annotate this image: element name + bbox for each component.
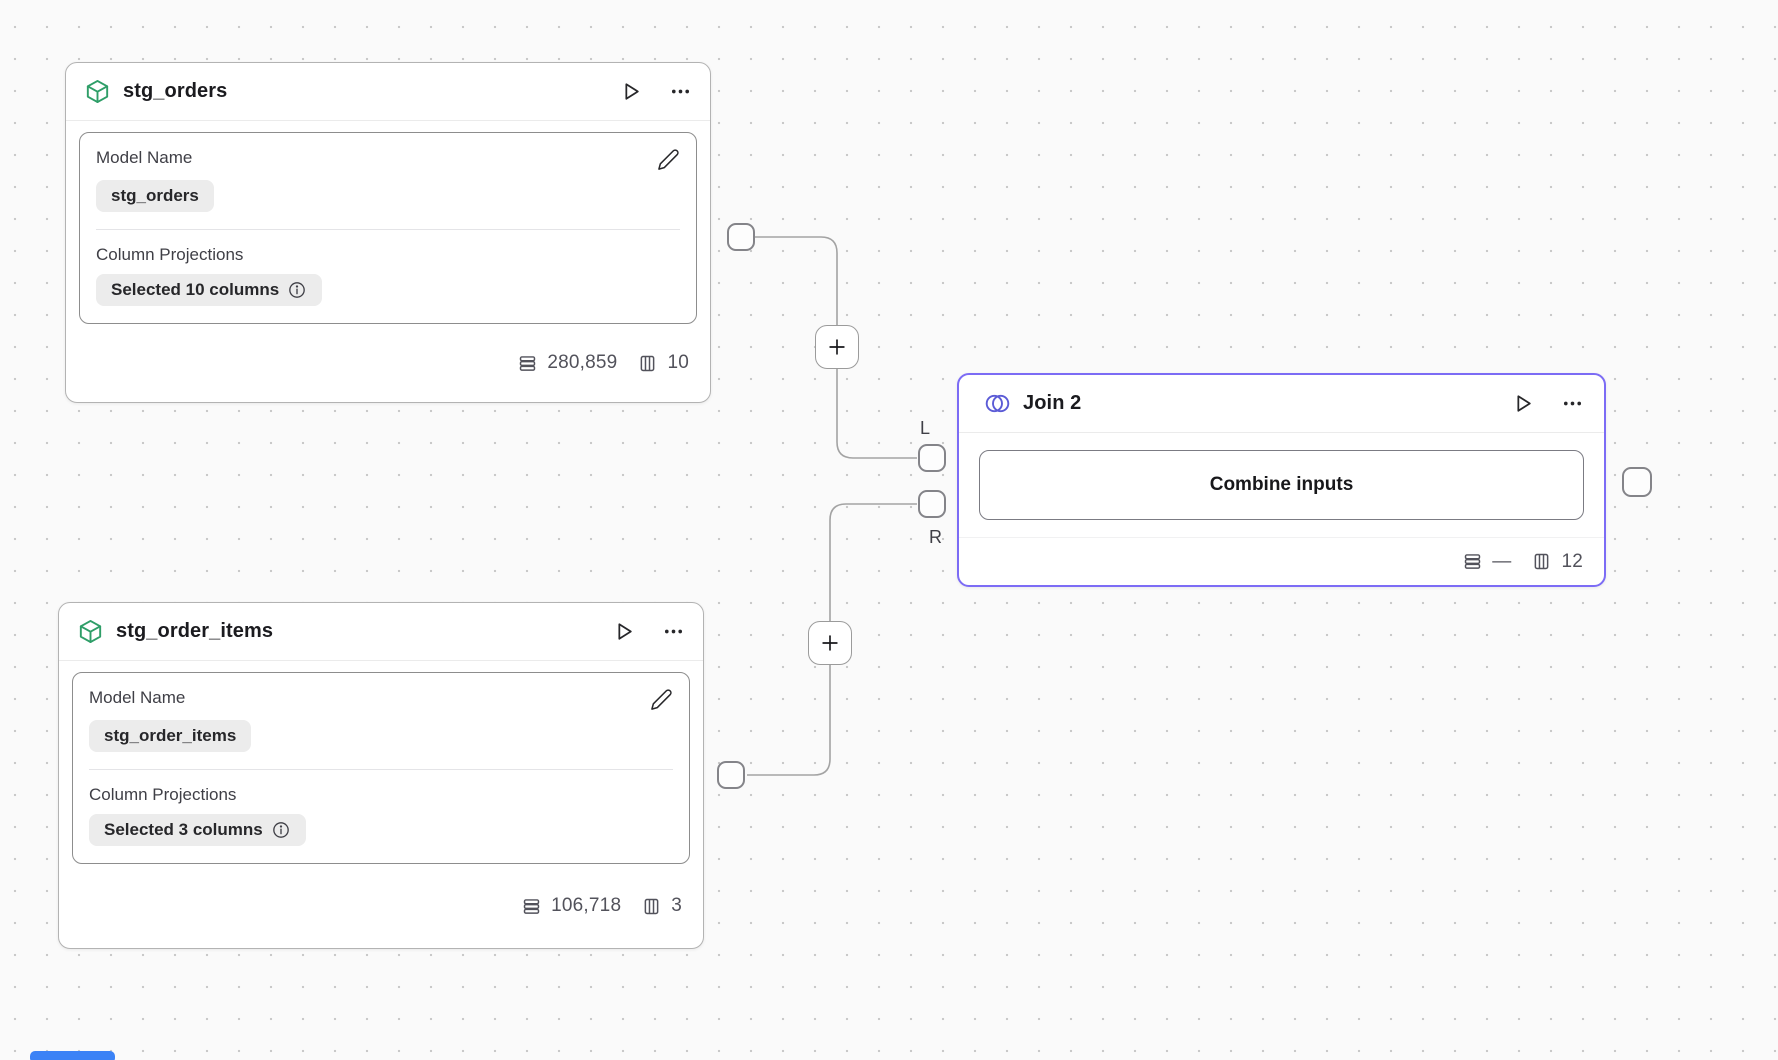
- node-menu-button[interactable]: [662, 620, 685, 643]
- node-stg-order-items[interactable]: stg_order_items Model Name stg_order_ite…: [58, 602, 704, 949]
- add-node-on-edge-button[interactable]: [815, 325, 859, 369]
- run-node-button[interactable]: [618, 79, 643, 104]
- column-projections-label: Column Projections: [96, 245, 244, 264]
- column-count: 3: [671, 895, 682, 916]
- table-columns-icon: [641, 896, 662, 917]
- column-projections-value: Selected 3 columns: [104, 820, 263, 839]
- model-name-chip[interactable]: stg_order_items: [89, 720, 252, 752]
- column-count-stat: 10: [637, 352, 689, 374]
- right-port-label: R: [929, 527, 942, 547]
- model-config-card: Model Name stg_orders Column Projections…: [79, 132, 697, 324]
- table-rows-icon: [1462, 551, 1483, 572]
- column-count: 10: [667, 352, 689, 373]
- plus-icon: [826, 336, 848, 358]
- column-projections-chip[interactable]: Selected 10 columns: [96, 274, 323, 306]
- node-header: stg_order_items: [59, 603, 703, 661]
- model-name-value: stg_order_items: [104, 726, 237, 745]
- row-count: 280,859: [547, 352, 618, 373]
- plus-icon: [819, 632, 841, 654]
- node-body: Model Name stg_orders Column Projections…: [66, 121, 710, 324]
- node-stats: 280,859 10: [66, 324, 710, 402]
- info-icon: [271, 820, 291, 840]
- cube-icon: [77, 618, 104, 645]
- pencil-icon[interactable]: [657, 148, 680, 171]
- join-output-port[interactable]: [1622, 467, 1652, 497]
- output-port-stg-orders[interactable]: [727, 223, 755, 251]
- node-menu-button[interactable]: [1561, 392, 1584, 415]
- column-count-stat: 3: [641, 895, 682, 917]
- model-config-card: Model Name stg_order_items Column Projec…: [72, 672, 690, 864]
- model-name-chip[interactable]: stg_orders: [96, 180, 214, 212]
- node-body: Model Name stg_order_items Column Projec…: [59, 661, 703, 864]
- column-count: 12: [1561, 550, 1583, 572]
- table-columns-icon: [1531, 551, 1552, 572]
- run-node-button[interactable]: [1510, 391, 1535, 416]
- row-count-stat: —: [1462, 551, 1511, 573]
- cube-icon: [84, 78, 111, 105]
- info-icon: [287, 280, 307, 300]
- left-port-label: L: [920, 418, 931, 438]
- node-title: stg_orders: [123, 80, 228, 102]
- column-count-stat: 12: [1531, 551, 1583, 573]
- venn-diagram-icon: [984, 390, 1011, 417]
- column-projections-value: Selected 10 columns: [111, 280, 280, 299]
- node-header: stg_orders: [66, 63, 710, 121]
- node-menu-button[interactable]: [669, 80, 692, 103]
- combine-inputs-button[interactable]: Combine inputs: [979, 450, 1584, 520]
- run-node-button[interactable]: [611, 619, 636, 644]
- model-name-value: stg_orders: [111, 186, 199, 205]
- model-name-label: Model Name: [96, 148, 193, 167]
- join-right-input-port[interactable]: [918, 490, 946, 518]
- column-projections-chip[interactable]: Selected 3 columns: [89, 814, 306, 846]
- divider: [89, 769, 673, 770]
- table-rows-icon: [517, 353, 538, 374]
- horizontal-scrollbar-thumb[interactable]: [30, 1051, 115, 1060]
- node-stats: — 12: [959, 537, 1604, 585]
- node-stg-orders[interactable]: stg_orders Model Name stg_orders: [65, 62, 711, 403]
- table-columns-icon: [637, 353, 658, 374]
- divider: [96, 229, 680, 230]
- model-name-label: Model Name: [89, 688, 186, 707]
- node-title: stg_order_items: [116, 620, 274, 642]
- pencil-icon[interactable]: [650, 688, 673, 711]
- add-node-on-edge-button[interactable]: [808, 621, 852, 665]
- node-join-2[interactable]: Join 2 Combine inputs — 12: [957, 373, 1606, 587]
- join-left-input-port[interactable]: [918, 444, 946, 472]
- column-projections-label: Column Projections: [89, 785, 237, 804]
- row-count: 106,718: [551, 895, 622, 916]
- node-stats: 106,718 3: [59, 864, 703, 948]
- row-count-stat: 280,859: [517, 352, 617, 374]
- output-port-stg-order-items[interactable]: [717, 761, 745, 789]
- row-count: —: [1492, 550, 1512, 572]
- table-rows-icon: [521, 896, 542, 917]
- node-header: Join 2: [959, 375, 1604, 433]
- row-count-stat: 106,718: [521, 895, 621, 917]
- node-title: Join 2: [1023, 392, 1082, 414]
